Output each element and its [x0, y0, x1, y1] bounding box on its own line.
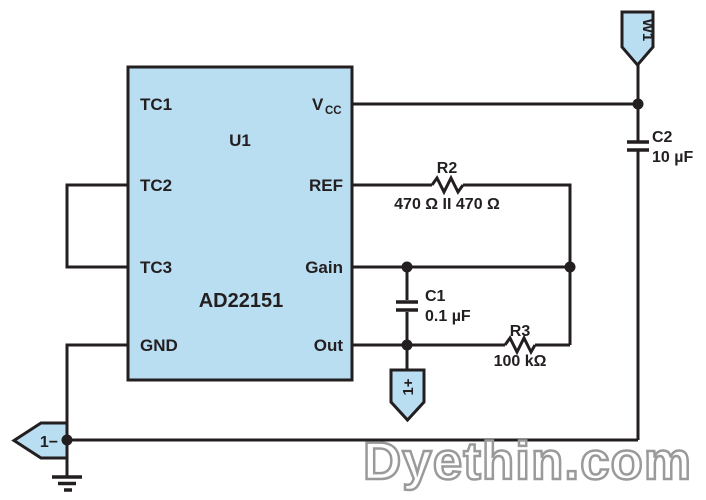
capacitor-c2-icon	[627, 140, 649, 152]
junction-dot	[401, 261, 413, 273]
connector-label-plus: 1+	[400, 378, 417, 395]
ic-designator: U1	[229, 131, 251, 150]
resistor-r3-label: R3	[510, 323, 531, 340]
resistor-r3-icon	[503, 334, 537, 356]
pin-label-out: Out	[314, 336, 344, 355]
capacitor-c2-label: C2	[652, 129, 673, 146]
junction-dot	[61, 434, 73, 446]
resistor-r2-value: 470 Ω II 470 Ω	[394, 196, 500, 213]
pin-label-gnd: GND	[140, 336, 178, 355]
pin-label-ref: REF	[309, 176, 343, 195]
connector-flag-plus	[389, 368, 426, 423]
pin-label-vcc: V	[312, 95, 324, 114]
ground-icon	[52, 475, 82, 492]
ic-body	[126, 65, 354, 382]
connector-label-minus: 1−	[40, 434, 58, 451]
resistor-r3-value: 100 kΩ	[494, 353, 547, 370]
ic-part-number: AD22151	[199, 290, 284, 312]
capacitor-c1-value: 0.1 µF	[425, 308, 471, 325]
wire-tc2-tc3-loop	[65, 183, 128, 269]
pin-label-gain: Gain	[305, 258, 343, 277]
connector-flag-minus	[11, 421, 69, 460]
resistor-r2-label: R2	[437, 160, 458, 177]
pin-label-tc1: TC1	[140, 95, 172, 114]
resistor-r2-icon	[430, 174, 465, 196]
pin-label-vcc-subscript: CC	[325, 105, 342, 117]
connector-flag-w1	[620, 10, 655, 68]
capacitor-c1-label: C1	[425, 288, 446, 305]
junction-dot	[564, 261, 576, 273]
pin-label-tc2: TC2	[140, 176, 172, 195]
wire-gnd-down	[65, 343, 128, 476]
pin-label-tc3: TC3	[140, 258, 172, 277]
watermark: Dyethin.com	[363, 432, 692, 491]
capacitor-c1-icon	[396, 300, 418, 312]
junction-dot	[401, 339, 413, 351]
connector-label-w1: W1	[639, 19, 656, 42]
wire-ref-right	[463, 183, 572, 345]
junction-dot	[632, 98, 644, 110]
capacitor-c2-value: 10 µF	[652, 149, 693, 166]
